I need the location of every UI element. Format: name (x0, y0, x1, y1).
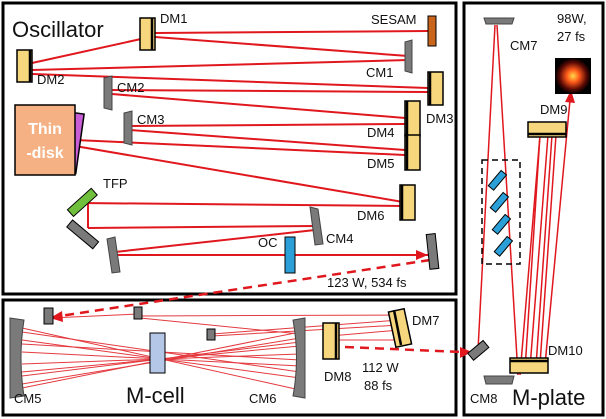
dm3-mirror (427, 71, 444, 106)
end-mirror (106, 236, 121, 274)
dm4-mirror (404, 100, 421, 137)
cm7-label: CM7 (510, 38, 537, 53)
transfer-beam-to-mplate (344, 345, 472, 358)
dm10-label: DM10 (548, 343, 583, 358)
output-fold-mirror (425, 233, 440, 270)
cm7-mirror (483, 17, 515, 25)
dm1-mirror (139, 17, 156, 51)
mplate-input-mirror (467, 339, 490, 361)
oscillator-title: Oscillator (12, 17, 104, 42)
thin-disk-label-1: Thin (28, 121, 62, 138)
cm5-mirror (9, 317, 25, 399)
oc-label: OC (258, 235, 278, 250)
mcell-pickoff-mirror-2 (206, 328, 216, 341)
cm8-label: CM8 (470, 391, 497, 406)
cm1-label: CM1 (366, 65, 393, 80)
oscillator-panel (1, 1, 458, 296)
mplate-output-arrow (544, 90, 575, 366)
thin-plates (487, 169, 514, 257)
oscillator-beam-path (31, 30, 430, 256)
mcell-title: M-cell (126, 383, 185, 408)
dm6-mirror (399, 184, 416, 221)
mcell-panel (1, 298, 458, 417)
cm5-label: CM5 (14, 391, 41, 406)
thin-disk: Thin -disk (14, 104, 85, 176)
dm9-mirror (527, 121, 567, 138)
mplate-panel (462, 1, 605, 417)
mplate-title: M-plate (512, 385, 585, 410)
output-beam-profile (555, 58, 591, 94)
fold-mirror (66, 219, 100, 250)
transfer-beam-to-mcell (50, 258, 431, 322)
plate-stack-box (481, 159, 521, 265)
mcell-pickoff-mirror-1 (133, 306, 143, 320)
cm4-label: CM4 (326, 231, 353, 246)
dm5-mirror (404, 134, 421, 171)
dm9-label: DM9 (540, 102, 567, 117)
cm4-mirror (309, 206, 324, 246)
cm1-mirror (404, 39, 413, 74)
cm6-mirror (292, 317, 306, 399)
cm8-mirror (483, 375, 515, 385)
cm2-mirror (103, 75, 113, 111)
cm2-label: CM2 (117, 80, 144, 95)
dm8-mirror (322, 322, 340, 360)
mplate-power-label: 98W, (557, 11, 587, 26)
oc-coupler (284, 236, 296, 274)
dm1-label: DM1 (160, 11, 187, 26)
dm7-mirror (387, 307, 413, 349)
cm3-mirror (123, 110, 133, 146)
mcell-plate (149, 332, 166, 374)
oscillator-output-arrow (300, 250, 428, 260)
dm6-label: DM6 (357, 208, 384, 223)
tfp-label: TFP (103, 176, 128, 191)
sesam-label: SESAM (371, 12, 417, 27)
thin-disk-label-2: -disk (26, 145, 63, 162)
sesam-mirror (427, 15, 437, 47)
mplate-duration-label: 27 fs (557, 29, 586, 44)
oscillator-output-label: 123 W, 534 fs (327, 275, 407, 290)
dm2-label: DM2 (37, 72, 64, 87)
tfp-polarizer (66, 187, 98, 218)
mcell-power-label: 112 W (362, 360, 399, 375)
mcell-input-mirror (43, 307, 54, 325)
dm2-mirror (16, 49, 33, 83)
dm8-label: DM8 (324, 369, 351, 384)
dm4-label: DM4 (367, 125, 394, 140)
cm3-label: CM3 (137, 112, 164, 127)
mplate-beam-path (477, 24, 557, 376)
mcell-duration-label: 88 fs (364, 378, 393, 393)
dm10-mirror (509, 357, 549, 374)
dm3-label: DM3 (426, 111, 453, 126)
dm5-label: DM5 (367, 156, 394, 171)
cm6-label: CM6 (249, 391, 276, 406)
dm7-label: DM7 (412, 313, 439, 328)
